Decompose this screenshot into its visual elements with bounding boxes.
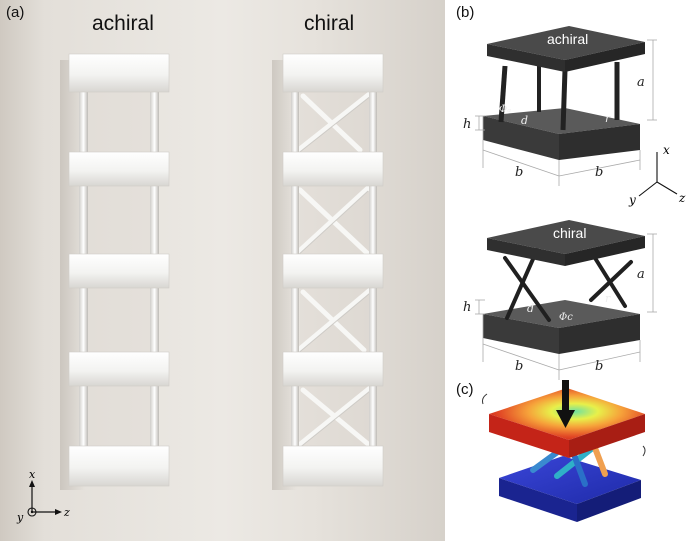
chiral-b-left-label: b	[515, 359, 523, 374]
axes-triad-a: x z y	[16, 468, 70, 524]
achiral-top-plate	[487, 26, 645, 60]
achiral-block-3	[68, 253, 170, 289]
chiral-block-4	[282, 351, 384, 387]
panel-c-label: (c)	[456, 381, 474, 398]
axis-b-x: x	[663, 143, 670, 157]
achiral-a-label: a	[637, 75, 645, 90]
chiral-a-label: a	[637, 267, 645, 282]
panel-a-label: (a)	[6, 4, 25, 21]
achiral-b-left-label: b	[515, 165, 523, 180]
chiral-top-plate	[487, 220, 645, 254]
achiral-d-label: d	[521, 114, 528, 127]
achiral-block-5	[68, 445, 170, 487]
chiral-block-2	[282, 151, 384, 187]
achiral-unit-cell: achiral a h b b Φₐ d r	[463, 26, 657, 186]
unit-cell-diagrams: achiral a h b b Φₐ d r	[463, 26, 686, 522]
achiral-title: achiral	[92, 12, 154, 35]
axis-a-x: x	[29, 468, 36, 481]
chiral-d-label: d	[527, 302, 534, 315]
axis-b-z: z	[678, 191, 686, 205]
chiral-b-right-label: b	[595, 359, 603, 374]
axis-b-y: y	[628, 193, 636, 207]
chiral-strut-edges	[295, 94, 373, 450]
chiral-cell-text: chiral	[553, 225, 586, 241]
lattice-renders: x z y	[16, 53, 384, 524]
axis-a-z: z	[63, 506, 70, 519]
load-arrow-head	[556, 410, 575, 428]
achiral-r-label: r	[605, 112, 611, 125]
chiral-h-label: h	[463, 300, 471, 315]
axes-triad-b: x y z	[628, 143, 686, 207]
axis-a-y: y	[16, 511, 24, 524]
fem-simulation	[482, 380, 646, 522]
chiral-block-5	[282, 445, 384, 487]
achiral-b-right-label: b	[595, 165, 603, 180]
load-arrow-shaft	[562, 380, 569, 412]
chiral-block-1	[282, 53, 384, 93]
chiral-column	[272, 53, 384, 490]
achiral-phi-label: Φₐ	[499, 104, 511, 115]
chiral-phi-label: Φc	[559, 312, 573, 323]
achiral-h-label: h	[463, 117, 471, 132]
chiral-unit-cell: chiral a h b b d Φc r	[463, 220, 657, 380]
achiral-block-2	[68, 151, 170, 187]
achiral-block-4	[68, 351, 170, 387]
achiral-block-1	[68, 53, 170, 93]
panel-b-label: (b)	[456, 4, 475, 21]
chiral-block-3	[282, 253, 384, 289]
achiral-cell-text: achiral	[547, 31, 588, 47]
achiral-column	[60, 53, 170, 490]
chiral-r-label: r	[605, 292, 611, 305]
chiral-title: chiral	[304, 12, 355, 35]
